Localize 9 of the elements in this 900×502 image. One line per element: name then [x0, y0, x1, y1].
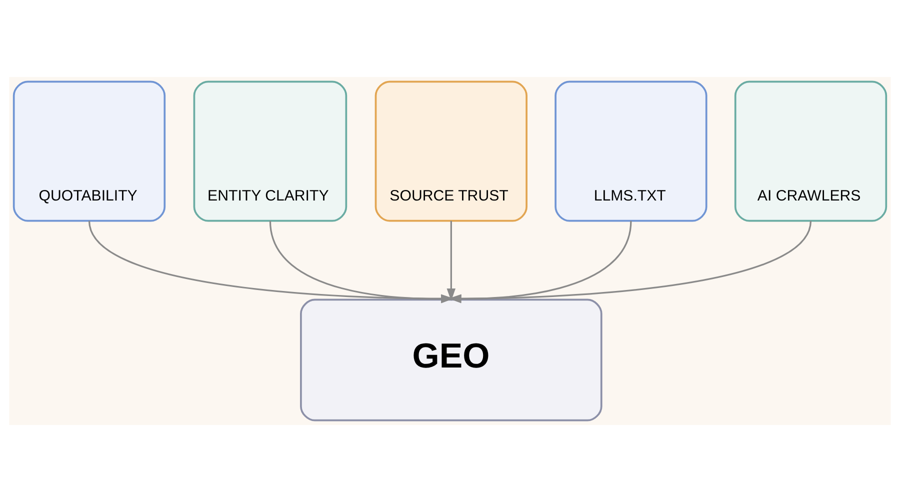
node-box: QUOTABILITY: [12, 80, 166, 222]
arrow: [448, 220, 632, 304]
node-box: LLMS.TXT: [554, 80, 708, 222]
arrow: [448, 220, 812, 303]
node-box: SOURCE TRUST: [374, 80, 528, 222]
node-box: ENTITY CLARITY: [193, 80, 348, 222]
node-box: AI CRAWLERS: [734, 80, 888, 222]
arrow: [446, 220, 456, 302]
node-box: GEO: [300, 298, 602, 422]
